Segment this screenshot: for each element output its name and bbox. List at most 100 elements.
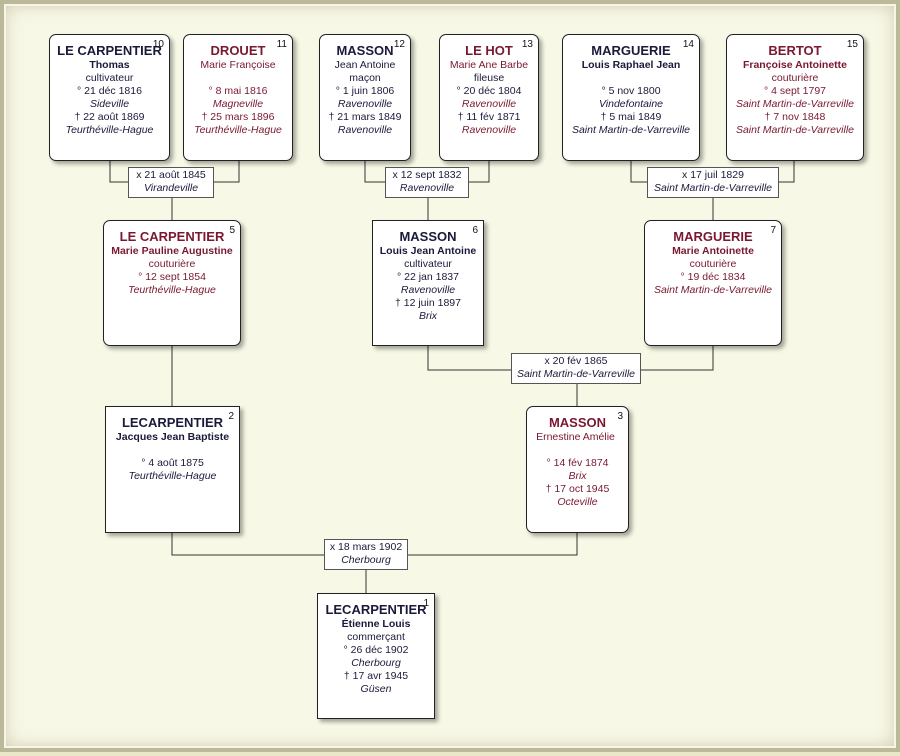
birth-place: Magneville: [212, 98, 264, 110]
given-names: Thomas: [89, 59, 130, 71]
person-card-15[interactable]: 15 BERTOT Françoise Antoinette couturièr…: [726, 34, 864, 161]
marriage-place: Cherbourg: [341, 554, 391, 566]
surname: LE CARPENTIER: [57, 43, 162, 58]
given-names: Marie Françoise: [200, 59, 276, 71]
marriage-place: Saint Martin-de-Varreville: [653, 182, 773, 194]
marriage-box-14-15[interactable]: x 17 juil 1829 Saint Martin-de-Varrevill…: [647, 167, 779, 198]
given-names: Jean Antoine: [334, 59, 396, 71]
death-place: Ravenoville: [461, 124, 517, 136]
person-card-5[interactable]: 5 LE CARPENTIER Marie Pauline Augustine …: [103, 220, 241, 346]
person-card-1[interactable]: 1 LECARPENTIER Étienne Louis commerçant …: [317, 593, 435, 719]
birth-date: ° 4 août 1875: [141, 457, 204, 469]
surname: MASSON: [336, 43, 394, 58]
birth-place: Ravenoville: [400, 284, 456, 296]
given-names: Jacques Jean Baptiste: [115, 431, 230, 443]
death-date: † 7 nov 1848: [764, 111, 826, 123]
sosa-number: 7: [770, 225, 776, 236]
death-date: † 12 juin 1897: [395, 297, 461, 309]
marriage-place: Ravenoville: [399, 182, 455, 194]
sosa-number: 15: [846, 39, 858, 50]
surname: MARGUERIE: [591, 43, 671, 58]
surname: LE CARPENTIER: [119, 229, 225, 244]
given-names: Ernestine Amélie: [536, 431, 615, 443]
death-place: Octeville: [557, 496, 598, 508]
person-card-3[interactable]: 3 MASSON Ernestine Amélie ° 14 fév 1874 …: [526, 406, 629, 533]
death-date: † 21 mars 1849: [328, 111, 402, 123]
given-names: Marie Ane Barbe: [449, 59, 529, 71]
birth-place: Brix: [568, 470, 587, 482]
spacer: [563, 72, 699, 85]
surname: MARGUERIE: [673, 229, 753, 244]
marriage-date: x 12 sept 1832: [392, 169, 462, 181]
birth-date: ° 19 déc 1834: [680, 271, 746, 283]
death-date: † 11 fév 1871: [457, 111, 521, 123]
birth-place: Vindefontaine: [598, 98, 664, 110]
death-place: Teurthéville-Hague: [65, 124, 154, 136]
birth-date: ° 12 sept 1854: [138, 271, 206, 283]
occupation: cultivateur: [404, 258, 452, 270]
sosa-number: 5: [229, 225, 235, 236]
marriage-box-10-11[interactable]: x 21 août 1845 Virandeville: [128, 167, 214, 198]
surname: LECARPENTIER: [325, 602, 427, 617]
death-date: † 17 oct 1945: [545, 483, 610, 495]
occupation: couturière: [771, 72, 819, 84]
occupation: couturière: [689, 258, 737, 270]
person-card-2[interactable]: 2 LECARPENTIER Jacques Jean Baptiste ° 4…: [105, 406, 240, 533]
marriage-box-2-3[interactable]: x 18 mars 1902 Cherbourg: [324, 539, 408, 570]
death-date: † 25 mars 1896: [201, 111, 275, 123]
birth-date: ° 4 sept 1797: [764, 85, 826, 97]
surname: BERTOT: [768, 43, 822, 58]
sosa-number: 10: [152, 39, 164, 50]
occupation: fileuse: [473, 72, 505, 84]
surname: LECARPENTIER: [121, 415, 224, 430]
birth-date: ° 21 déc 1816: [77, 85, 142, 97]
given-names: Louis Jean Antoine: [379, 245, 477, 257]
surname: MASSON: [399, 229, 457, 244]
person-card-11[interactable]: 11 DROUET Marie Françoise ° 8 mai 1816 M…: [183, 34, 293, 161]
death-place: Brix: [418, 310, 438, 322]
sosa-number: 2: [228, 411, 234, 422]
person-card-7[interactable]: 7 MARGUERIE Marie Antoinette couturière …: [644, 220, 782, 346]
sosa-number: 3: [617, 411, 623, 422]
person-card-14[interactable]: 14 MARGUERIE Louis Raphael Jean ° 5 nov …: [562, 34, 700, 161]
birth-date: ° 14 fév 1874: [546, 457, 609, 469]
birth-date: ° 5 nov 1800: [601, 85, 661, 97]
occupation: commerçant: [347, 631, 405, 643]
spacer: [106, 444, 239, 457]
birth-place: Cherbourg: [351, 657, 401, 669]
birth-place: Saint Martin-de-Varreville: [653, 284, 773, 296]
birth-place: Teurthéville-Hague: [128, 284, 216, 296]
given-names: Françoise Antoinette: [742, 59, 848, 71]
death-date: † 5 mai 1849: [600, 111, 662, 123]
person-card-12[interactable]: 12 MASSON Jean Antoine maçon ° 1 juin 18…: [319, 34, 411, 161]
given-names: Étienne Louis: [341, 618, 411, 630]
surname: DROUET: [210, 43, 266, 58]
death-place: Ravenoville: [337, 124, 393, 136]
marriage-box-12-13[interactable]: x 12 sept 1832 Ravenoville: [385, 167, 469, 198]
marriage-box-6-7[interactable]: x 20 fév 1865 Saint Martin-de-Varreville: [511, 353, 641, 384]
spacer: [527, 444, 628, 457]
person-card-6[interactable]: 6 MASSON Louis Jean Antoine cultivateur …: [372, 220, 484, 346]
death-place: Güsen: [360, 683, 392, 695]
marriage-place: Virandeville: [143, 182, 199, 194]
sosa-number: 1: [423, 598, 429, 609]
person-card-10[interactable]: 10 LE CARPENTIER Thomas cultivateur ° 21…: [49, 34, 170, 161]
surname: LE HOT: [465, 43, 513, 58]
death-place: Teurthéville-Hague: [194, 124, 282, 136]
given-names: Marie Antoinette: [672, 245, 754, 257]
birth-place: Teurthéville-Hague: [128, 470, 217, 482]
marriage-date: x 21 août 1845: [136, 169, 206, 181]
death-date: † 22 août 1869: [74, 111, 145, 123]
person-card-13[interactable]: 13 LE HOT Marie Ane Barbe fileuse ° 20 d…: [439, 34, 539, 161]
marriage-date: x 17 juil 1829: [682, 169, 744, 181]
death-place: Saint Martin-de-Varreville: [735, 124, 855, 136]
given-names: Louis Raphael Jean: [581, 59, 681, 71]
surname: MASSON: [548, 415, 607, 430]
sosa-number: 14: [682, 39, 694, 50]
marriage-place: Saint Martin-de-Varreville: [516, 368, 636, 380]
given-names: Marie Pauline Augustine: [111, 245, 233, 257]
death-place: Saint Martin-de-Varreville: [571, 124, 691, 136]
marriage-date: x 20 fév 1865: [544, 355, 608, 367]
occupation: couturière: [148, 258, 196, 270]
birth-place: Sideville: [89, 98, 130, 110]
